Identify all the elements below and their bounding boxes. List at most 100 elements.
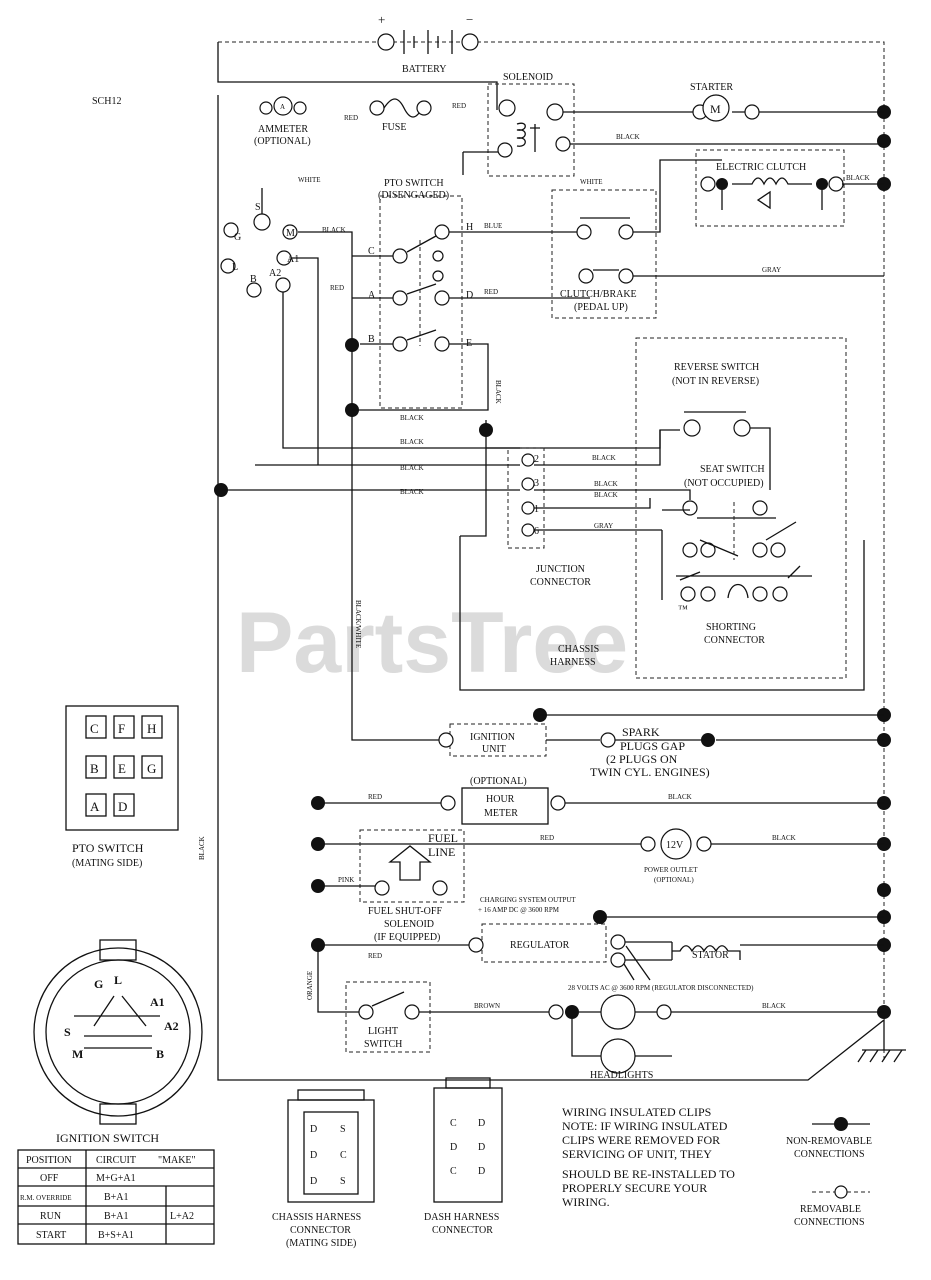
ign-table-h-make: "MAKE" [158,1155,196,1166]
dash-pin-3: D [450,1142,457,1153]
wire-label-black-hm: BLACK [668,793,692,801]
ignition-switch-table: POSITION CIRCUIT "MAKE" OFF M+G+A1 R.M. … [17,1149,215,1245]
wire-label-black-e: BLACK [494,380,502,404]
pto-switch-label: PTO SWITCH [384,178,444,189]
charging-amp: + 16 AMP DC @ 3600 RPM [478,906,560,914]
chassis-connector-label3: (MATING SIDE) [286,1238,356,1249]
ign-table-r2-circ: B+A1 [104,1211,129,1222]
chassis-pin-1: D [310,1124,317,1135]
ign-face-g: G [94,977,103,991]
wire-label-red-solenoid: RED [452,102,466,110]
clutch-brake-label: CLUTCH/BRAKE [560,289,637,300]
light-switch: LIGHT SWITCH ORANGE BROWN [306,945,552,1053]
wire-label-red-fuse: RED [344,114,358,122]
junction-connector: 2 3 1 6 JUNCTION CONNECTOR BLACK BLACK B… [221,420,691,668]
wire-label-red-po: RED [540,834,554,842]
legend: NON-REMOVABLE CONNECTIONS REMOVABLE CONN… [786,1117,872,1228]
reverse-switch-label: REVERSE SWITCH [674,362,759,373]
seat-switch-state: (NOT OCCUPIED) [684,478,764,489]
note-line-4: SHOULD BE RE-INSTALLED TO [562,1167,735,1181]
light-switch-label: LIGHT [368,1026,398,1037]
chassis-harness-label2: HARNESS [550,657,596,668]
ign-term-m: M [286,228,295,239]
spark-line3: (2 PLUGS ON [606,752,678,766]
chassis-pin-4: C [340,1150,347,1161]
wiring-note: WIRING INSULATED CLIPS NOTE: IF WIRING I… [562,1105,735,1209]
dash-harness-connector: C D D D C D DASH HARNESS CONNECTOR [424,1077,503,1236]
ign-table-r0-circ: M+G+A1 [96,1173,136,1184]
regulator-label: REGULATOR [510,940,570,951]
note-line-3: SERVICING OF UNIT, THEY [562,1147,712,1161]
pto-term-a: A [368,290,376,301]
electric-clutch-label: ELECTRIC CLUTCH [716,162,806,173]
battery: + − BATTERY [377,12,479,75]
wire-label-red-a: RED [330,284,344,292]
ign-table-r1-pos: R.M. OVERRIDE [20,1194,72,1202]
starter: M STARTER BLACK [563,82,884,145]
volts-note: 28 VOLTS AC @ 3600 RPM (REGULATOR DISCON… [568,984,754,992]
headlights: HEADLIGHTS BLACK [548,994,884,1081]
junction-pin-1: 1 [534,504,539,515]
wire-label-black-j1: BLACK [400,438,424,446]
reverse-switch-state: (NOT IN REVERSE) [672,376,759,387]
electric-clutch: ELECTRIC CLUTCH BLACK [695,149,884,227]
pto-mating-c: C [90,721,99,736]
wire-label-red-d: RED [484,288,498,296]
ign-table-r2-make: L+A2 [170,1211,194,1222]
wire-label-black-m: BLACK [322,226,346,234]
dash-connector-label2: CONNECTOR [432,1225,493,1236]
note-line-2: CLIPS WERE REMOVED FOR [562,1133,720,1147]
power-outlet-symbol: 12V [666,840,684,851]
fuel-line-label2: LINE [428,845,455,859]
ignition-unit-label2: UNIT [482,744,506,755]
power-outlet-label: POWER OUTLET [644,866,698,874]
dash-pin-1: C [450,1118,457,1129]
ignition-switch-label: IGNITION SWITCH [56,1131,159,1145]
fuel-solenoid-note: (IF EQUIPPED) [374,932,440,943]
wire-label-black-j6: BLACK [594,491,618,499]
wire-label-black-clutch: BLACK [846,174,870,182]
ignition-switch-face: G L A1 S A2 M B IGNITION SWITCH [33,939,203,1145]
starter-symbol: M [710,102,721,116]
seat-switch-label: SEAT SWITCH [700,464,765,475]
ign-face-a2: A2 [164,1019,179,1033]
pto-mating-h: H [147,721,156,736]
pto-mating-a: A [90,799,100,814]
wire-label-black-po: BLACK [772,834,796,842]
shorting-connector-label: SHORTING [706,622,756,633]
ign-term-a2: A2 [269,268,281,279]
clutch-brake-state: (PEDAL UP) [574,302,628,313]
wire-label-red-hm: RED [368,793,382,801]
hour-meter-note: (OPTIONAL) [470,776,527,787]
pto-mating-label2: (MATING SIDE) [72,858,142,869]
wire-label-gray-j: GRAY [594,522,613,530]
wire-label-black-starter: BLACK [616,133,640,141]
pto-mating-label: PTO SWITCH [72,841,144,855]
junction-connector-label2: CONNECTOR [530,577,591,588]
dash-pin-4: D [478,1142,485,1153]
wire-label-blue: BLUE [484,222,502,230]
ammeter-label: AMMETER [258,124,308,135]
ign-table-r3-circ: B+S+A1 [98,1230,134,1241]
pto-mating-grid: C F H B E G A D [85,715,163,817]
ign-table-r0-pos: OFF [40,1173,59,1184]
ignition-unit: IGNITION UNIT SPARK PLUGS GAP (2 PLUGS O… [438,708,884,779]
ignition-terminal-cluster: S G M L A1 A2 B WHITE BLACK RED [220,176,680,741]
chassis-connector-label2: CONNECTOR [290,1225,351,1236]
ign-face-b: B [156,1047,164,1061]
ign-term-s: S [255,202,261,213]
chassis-connector-label: CHASSIS HARNESS [272,1212,361,1223]
wire-label-white: WHITE [298,176,321,184]
charging-output: CHARGING SYSTEM OUTPUT [480,896,576,904]
wire-label-white-cb: WHITE [580,178,603,186]
pto-mating-side: C F H B E G A D PTO SWITCH (MATING SIDE) [65,705,179,869]
ign-table-h-position: POSITION [26,1155,72,1166]
pto-term-c: C [368,246,375,257]
fuel-solenoid-label2: SOLENOID [384,919,434,930]
pto-mating-d: D [118,799,127,814]
ign-face-a1: A1 [150,995,165,1009]
wire-label-black-j5: BLACK [594,480,618,488]
wire-label-black-white: BLACK/WHITE [354,600,362,648]
reverse-seat-enclosure: REVERSE SWITCH (NOT IN REVERSE) SEAT SWI… [459,337,865,691]
